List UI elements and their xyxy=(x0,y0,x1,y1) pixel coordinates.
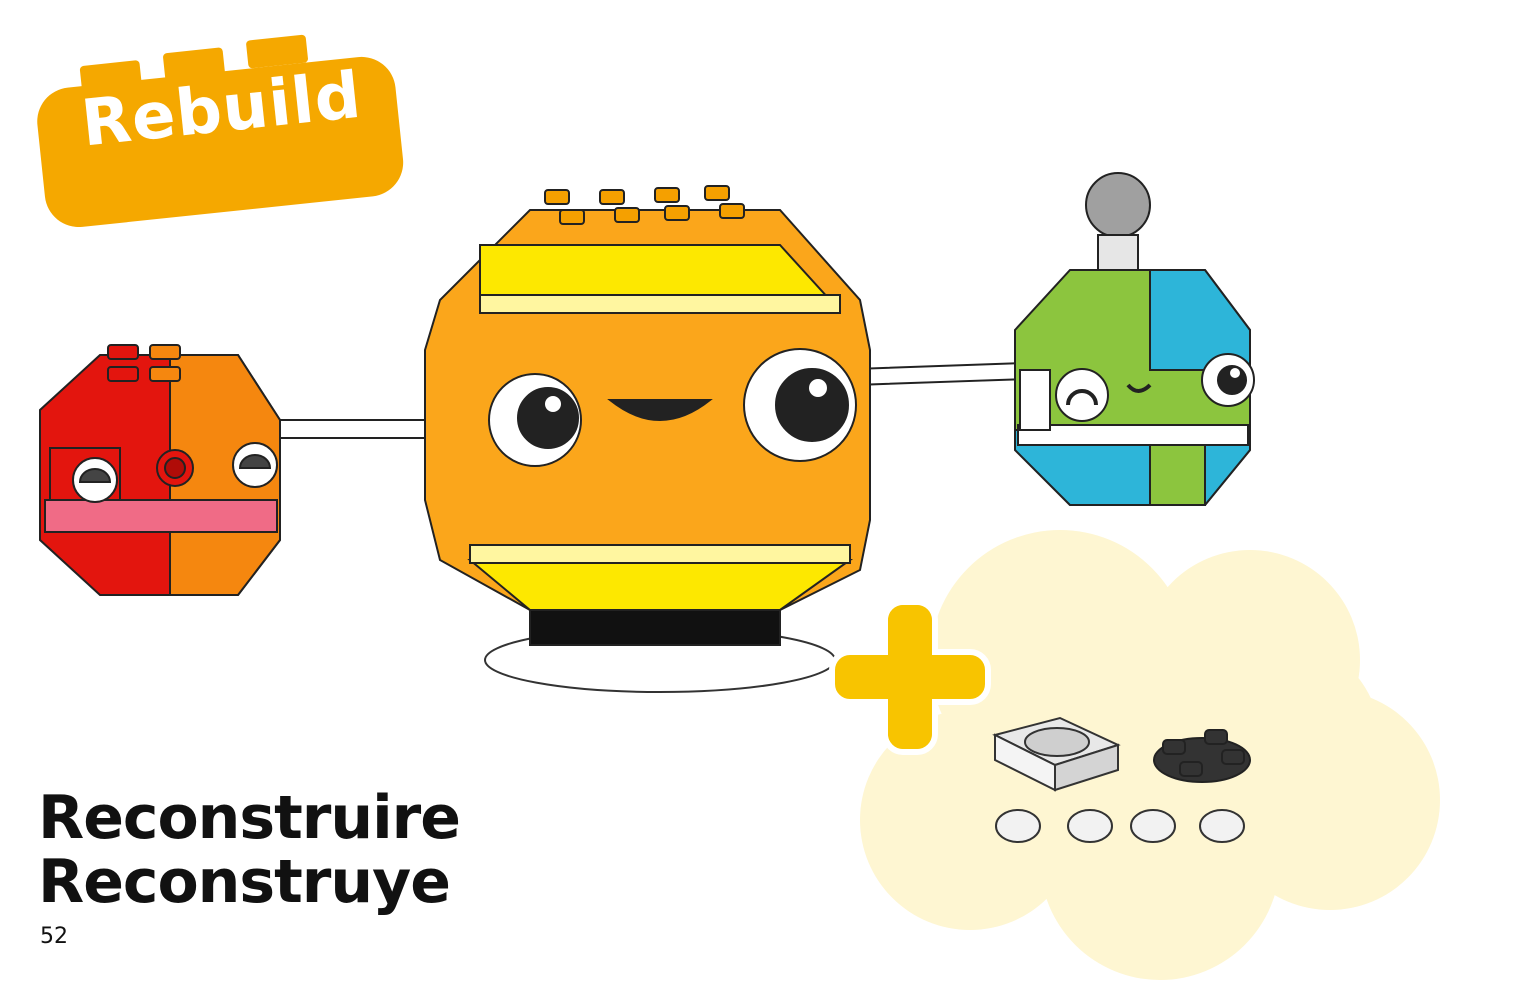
parts-cloud xyxy=(860,530,1440,980)
axle-rods xyxy=(275,362,1022,439)
sun-figure xyxy=(424,185,871,693)
mars-planet xyxy=(39,344,281,596)
round-plate-icon xyxy=(1153,729,1251,783)
rebuild-badge xyxy=(37,34,404,228)
page-number: 52 xyxy=(40,924,68,949)
heading-spanish: Reconstruye xyxy=(38,847,451,917)
heading-french: Reconstruire xyxy=(38,783,461,853)
earth-planet xyxy=(1014,172,1255,506)
eye-tile-icon xyxy=(995,809,1245,843)
plus-icon xyxy=(829,599,991,755)
turntable-plate-icon xyxy=(992,716,1121,792)
